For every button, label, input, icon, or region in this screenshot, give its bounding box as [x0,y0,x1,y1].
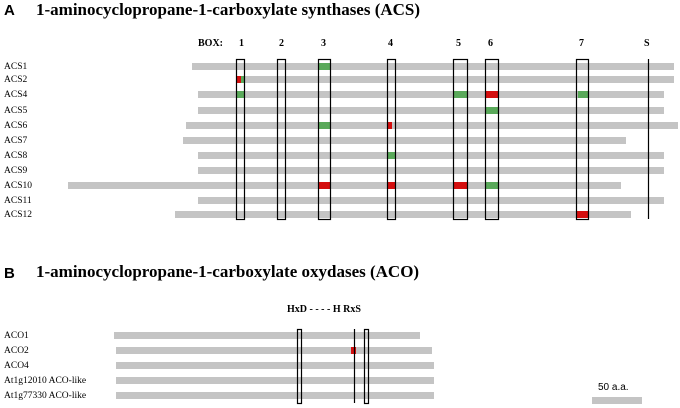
acs2-bar [236,76,674,83]
acs5-bar [198,107,664,114]
acs6-bar [186,122,678,129]
panel-b-title: 1-aminocyclopropane-1-carboxylate oxydas… [36,262,420,281]
acs11-bar [198,197,664,204]
acs12-bar [175,211,631,218]
panel-a-title: 1-aminocyclopropane-1-carboxylate syntha… [36,0,421,19]
box-label-1: 1 [239,38,244,49]
row-label-acs1: ACS1 [4,62,28,72]
acs10-box3-variant [319,182,331,189]
motif-label: HxD - - - - H RxS [287,304,361,315]
acs-box-1 [235,58,246,221]
box-label-2: 2 [279,38,284,49]
box-label-7: 7 [579,38,584,49]
acs12-box7-variant [577,211,588,218]
aco2-bar [116,347,432,354]
acs4-box6-variant [485,91,498,98]
row-label-acs9: ACS9 [4,166,28,176]
box-label-6: 6 [488,38,493,49]
row-label-acs10: ACS10 [4,181,32,191]
acs4-box7-conserved [578,91,588,98]
row-label-acs6: ACS6 [4,121,28,131]
row-label-acs12: ACS12 [4,210,32,220]
row-label-aco4: ACO4 [4,361,29,371]
scale-bar [592,397,642,404]
aco-sequence-bars [114,332,434,399]
scale-bar-label: 50 a.a. [598,382,629,393]
aco2-h-variant [351,347,356,354]
panel-a-letter: A [4,2,15,19]
acs1-bar [192,63,674,70]
acs10-box4-variant [388,182,395,189]
acs8-box4-conserved [388,152,395,159]
aco-box-hxd [296,328,303,405]
box-label-4: 4 [388,38,393,49]
acs4-box1-conserved [237,91,245,98]
acs-box-outlines [235,58,590,221]
acs2-box1-variant [236,76,241,83]
row-label-at1g77330: At1g77330 ACO-like [4,391,87,401]
acs1-box3-conserved [319,63,331,70]
aco-motif-outlines [296,328,370,405]
acs8-bar [198,152,664,159]
row-label-at1g12010: At1g12010 ACO-like [4,376,87,386]
aco4-bar [116,362,434,369]
acs6-box4-variant [387,122,392,129]
row-label-aco2: ACO2 [4,346,29,356]
row-label-acs5: ACS5 [4,106,28,116]
box-label-5: 5 [456,38,461,49]
box-label-s: S [644,38,650,49]
at1g77330-bar [116,392,434,399]
aco-box-rxs [363,328,370,405]
acs-box-4 [386,58,397,221]
acs-box-7 [575,58,590,221]
row-label-acs4: ACS4 [4,90,28,100]
acs-box-6 [484,58,500,221]
acs5-box6-conserved [486,107,498,114]
acs10-bar [68,182,621,189]
at1g12010-bar [116,377,434,384]
panel-b-letter: B [4,265,15,282]
row-label-acs8: ACS8 [4,151,28,161]
acs-box-3 [317,58,332,221]
acs-box-2 [276,58,287,221]
acs4-bar [198,91,664,98]
row-label-acs11: ACS11 [4,196,32,206]
row-label-aco1: ACO1 [4,331,29,341]
acs-box-5 [452,58,469,221]
acs6-box3-conserved [319,122,330,129]
box-label-3: 3 [321,38,326,49]
acs7-bar [183,137,626,144]
acs-sequence-bars [68,63,678,218]
acs10-box6-conserved [486,182,498,189]
row-label-acs2: ACS2 [4,75,28,85]
acs-motif-marks [236,63,588,218]
acs9-bar [198,167,664,174]
acs4-box5-conserved [454,91,468,98]
aco1-bar [114,332,420,339]
box-prefix-label: BOX: [198,38,223,49]
acs2-box1-conserved [241,76,244,83]
acs10-box5-variant [453,182,467,189]
row-label-acs7: ACS7 [4,136,28,146]
